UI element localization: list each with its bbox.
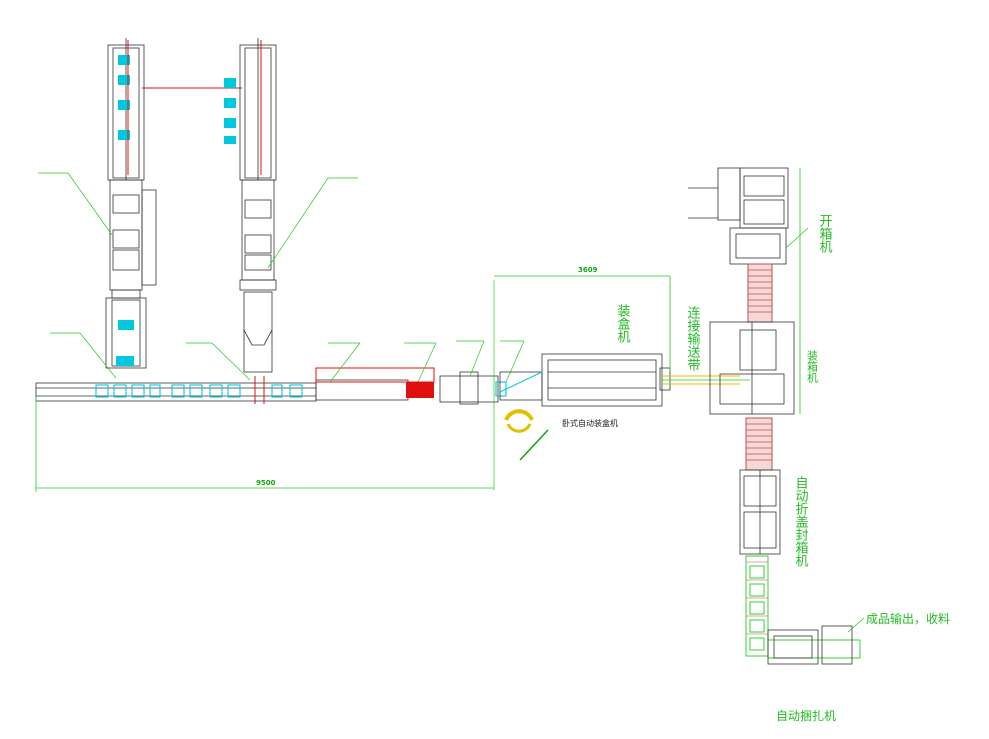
dimension-main-label: 9500 [256,479,276,487]
strapping-machine [767,625,853,665]
label-horizontal-cartoner: 卧式自动装盒机 [562,418,618,428]
case-erector-leader [785,227,809,249]
rotation-symbol-2 [506,423,532,433]
vertical-machine-left-cyan [116,55,134,366]
red-conveyor-lower [745,417,773,471]
connecting-conveyor [662,375,740,385]
case-packer-machine [709,321,795,415]
cartoner-cyan [499,371,543,393]
vertical-machine-right-cyan [224,78,236,144]
output-red-rungs [746,561,768,635]
red-block [406,382,434,398]
case-erector-machine [688,167,789,265]
label-connecting-conveyor: 连接输送带 [685,305,701,371]
red-conveyor-upper-rungs [748,269,772,313]
output-leader [847,617,865,633]
vertical-machine-left [105,38,157,369]
red-conveyor-lower-rungs [746,423,772,461]
dimension-top [494,275,671,372]
label-case-packer: 装箱机 [806,350,819,383]
label-case-erector: 开箱机 [817,214,833,254]
vertical-machine-right [239,38,277,373]
label-output: 成品输出，收料 [866,611,950,626]
dimension-main [35,396,494,492]
rotation-label-leader [519,429,549,461]
label-case-sealer: 自动折盖封箱机 [793,476,809,568]
callout-left [38,172,358,381]
main-conveyor-cyan [95,381,507,398]
red-conveyor-upper [747,263,773,323]
small-callouts-mid [328,340,525,383]
case-sealer-machine [739,469,781,555]
main-conveyor [35,371,499,405]
output-conveyor [745,555,861,659]
rotation-symbol [504,409,534,421]
label-box-packer: 装盒机 [615,304,631,344]
label-strapping: 自动捆扎机 [776,709,836,723]
red-tracks [254,367,435,404]
dimension-top-label: 3609 [578,266,598,274]
